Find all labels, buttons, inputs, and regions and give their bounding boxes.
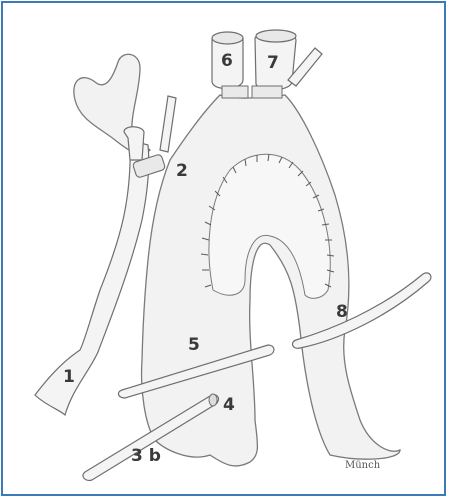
label-7: 7 [267,53,279,73]
label-5: 5 [188,335,200,355]
label-6: 6 [221,51,233,71]
label-4: 4 [223,395,235,415]
label-1: 1 [63,367,75,387]
label-2: 2 [176,161,188,181]
main-body [142,95,400,466]
vessel-1 [35,140,149,415]
tube-2-upper [160,96,176,152]
label-8: 8 [336,302,348,322]
cuff-6 [222,86,248,98]
label-3b: 3 b [131,446,161,466]
artist-signature: Münch [345,460,381,471]
cuff-7 [252,86,282,98]
